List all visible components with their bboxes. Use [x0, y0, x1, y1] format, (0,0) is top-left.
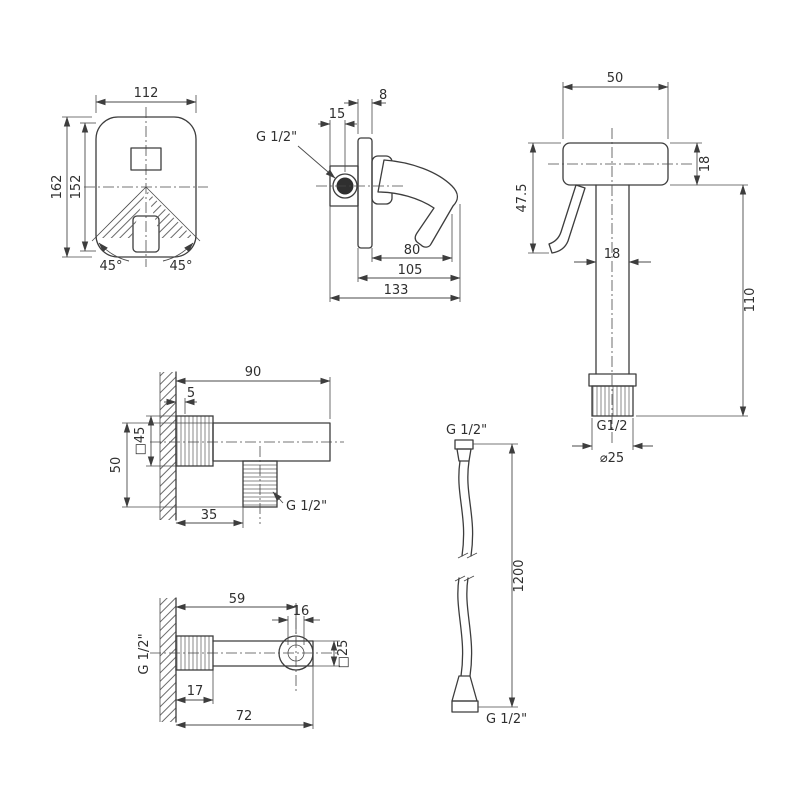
dim-plate-width: 112	[134, 86, 159, 101]
dim-bore: 16	[293, 604, 310, 619]
dim-length: 90	[245, 365, 262, 380]
view-sprayer: 50 18 47.5 18 110 G1/2 ⌀25	[515, 71, 758, 466]
dim-head-drop: 47.5	[515, 184, 530, 213]
mixer-plate-side	[357, 137, 373, 249]
thread-label: G 1/2"	[286, 499, 327, 514]
hose-upper-left-edge	[458, 460, 465, 557]
swing-hatch-left	[98, 190, 146, 238]
dim-hose-length: 1200	[512, 559, 527, 592]
view-wall-outlet-front: 90 5 □45 50 35 G 1/2"	[109, 365, 344, 528]
dim-head-height: 18	[698, 156, 713, 173]
dim-head-width: 50	[607, 71, 624, 86]
sprayer-thread-connector	[591, 385, 634, 417]
dim-plate-inner-height: 152	[69, 175, 84, 200]
view-mixer-side: 8 15 G 1/2" 80 105 133	[256, 88, 461, 302]
dim-offset: 35	[201, 508, 218, 523]
dim-plate-height: 162	[50, 175, 65, 200]
sprayer-flange	[588, 373, 637, 387]
wall-hatch	[160, 372, 176, 520]
view-mixer-front: 112 162 152 45° 45°	[50, 86, 208, 274]
dim-square: □25	[336, 640, 351, 669]
swing-hatch-right	[146, 190, 194, 238]
dim-total-depth: 133	[384, 283, 409, 298]
hose-bottom-fitting	[451, 675, 478, 702]
thread-label-bottom: G 1/2"	[486, 712, 527, 727]
handle-lever-side	[377, 159, 459, 248]
handle-lever-front	[132, 215, 160, 253]
thread-label: G 1/2"	[256, 130, 297, 145]
dim-height: 50	[109, 457, 124, 474]
hose-lower-left-edge	[457, 577, 464, 677]
dim-angle-right: 45°	[169, 259, 192, 274]
outlet-thread-block	[175, 635, 214, 671]
outlet-thread-block	[175, 415, 214, 467]
dim-thread-length: 17	[187, 684, 204, 699]
dim-plate-thickness: 8	[379, 88, 387, 103]
thread-label: G 1/2"	[137, 633, 152, 674]
dim-angle-left: 45°	[99, 259, 122, 274]
dim-length: 59	[229, 592, 246, 607]
thread-label-top: G 1/2"	[446, 423, 487, 438]
view-hose: G 1/2" 1200 G 1/2"	[446, 423, 527, 727]
dim-total-length: 72	[236, 709, 253, 724]
handle-pivot	[130, 147, 162, 171]
dim-lip: 5	[187, 386, 195, 401]
dim-body-depth: 105	[398, 263, 423, 278]
dim-inlet-offset: 15	[329, 107, 346, 122]
dim-tube-width: 18	[604, 247, 621, 262]
dim-diameter: ⌀25	[600, 451, 624, 466]
hose-top-fitting	[454, 439, 474, 450]
dim-handle-reach: 80	[404, 243, 421, 258]
dim-tube-length: 110	[743, 288, 758, 313]
view-wall-outlet-side: 59 16 □25 G 1/2" 17 72	[137, 592, 351, 729]
wall-hatch	[160, 598, 176, 722]
sprayer-trigger	[548, 184, 586, 254]
thread-label: G1/2	[597, 419, 628, 434]
dim-square: □45	[133, 427, 148, 456]
